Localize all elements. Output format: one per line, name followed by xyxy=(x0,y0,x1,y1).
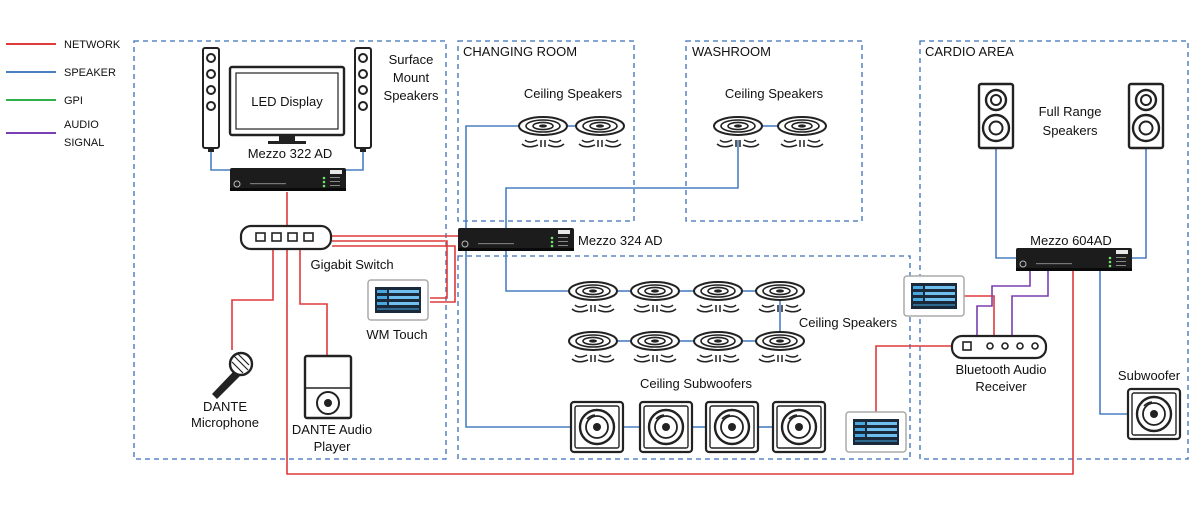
area-title-cardio: CARDIO AREA xyxy=(925,44,1014,59)
zone-cardio-area xyxy=(919,40,1189,460)
subwoofer-icon xyxy=(1126,387,1182,441)
mezzo-322-label: Mezzo 322 AD xyxy=(248,146,333,161)
speaker-wires xyxy=(210,125,1147,428)
legend-audio-label-2: SIGNAL xyxy=(64,137,104,149)
subwoofer-icon xyxy=(569,400,625,454)
subwoofer-icon xyxy=(638,400,694,454)
legend-gpi-label: GPI xyxy=(64,95,83,107)
tower-speaker-icon xyxy=(202,47,220,153)
touch-panel-icon xyxy=(367,279,429,321)
full-range-label-1: Full Range xyxy=(1039,104,1102,119)
ceiling-speaker-icon xyxy=(568,331,618,363)
mezzo-324-label: Mezzo 324 AD xyxy=(578,233,663,248)
amplifier-icon xyxy=(1015,247,1133,272)
subwoofer-icon xyxy=(704,400,760,454)
legend-speaker-label: SPEAKER xyxy=(64,67,116,79)
subwoofer-icon xyxy=(771,400,827,454)
legend: NETWORK SPEAKER GPI AUDIO SIGNAL xyxy=(6,39,121,149)
ceiling-speakers-main-label: Ceiling Speakers xyxy=(799,315,898,330)
mezzo-604-label: Mezzo 604AD xyxy=(1030,233,1112,248)
dante-mic-label-1: DANTE xyxy=(203,399,247,414)
bt-receiver-label-1: Bluetooth Audio xyxy=(955,362,1046,377)
zone-changing-room xyxy=(457,40,635,222)
dante-mic-label-2: Microphone xyxy=(191,415,259,430)
ceiling-speaker-icon xyxy=(568,281,618,313)
ceiling-speaker-icon xyxy=(518,116,568,148)
audio-player-icon xyxy=(303,354,353,420)
ceiling-speakers-changing-label: Ceiling Speakers xyxy=(524,86,623,101)
amplifier-icon xyxy=(457,227,575,252)
ceiling-speaker-icon xyxy=(630,331,680,363)
legend-audio-label-1: AUDIO xyxy=(64,119,99,131)
ceiling-speaker-icon xyxy=(575,116,625,148)
gigabit-switch-label: Gigabit Switch xyxy=(310,257,393,272)
touch-panel-icon xyxy=(903,275,965,317)
ceiling-speaker-icon xyxy=(693,331,743,363)
surface-mount-label-2: Mount xyxy=(393,70,430,85)
box-speaker-icon xyxy=(1127,82,1165,150)
network-wires xyxy=(231,192,1074,475)
ceiling-speaker-icon xyxy=(777,116,827,148)
bluetooth-receiver-icon xyxy=(950,334,1048,360)
dante-player-label-2: Player xyxy=(314,439,352,454)
legend-network-label: NETWORK xyxy=(64,39,121,51)
box-speaker-icon xyxy=(977,82,1015,150)
amplifier-icon xyxy=(229,167,347,192)
zone-left xyxy=(133,40,447,460)
ceiling-subwoofers-label: Ceiling Subwoofers xyxy=(640,376,753,391)
zone-main-floor xyxy=(457,255,911,460)
monitor-icon xyxy=(228,65,346,144)
network-switch-icon xyxy=(239,224,333,251)
bt-receiver-label-2: Receiver xyxy=(975,379,1027,394)
zone-washroom xyxy=(685,40,863,222)
led-display-label: LED Display xyxy=(251,94,323,109)
ceiling-speaker-icon xyxy=(755,331,805,363)
area-title-changing-room: CHANGING ROOM xyxy=(463,44,577,59)
full-range-label-2: Speakers xyxy=(1043,123,1098,138)
ceiling-speaker-icon xyxy=(693,281,743,313)
audio-wires xyxy=(976,270,1049,336)
ceiling-speakers-washroom-label: Ceiling Speakers xyxy=(725,86,824,101)
subwoofer-label: Subwoofer xyxy=(1118,368,1181,383)
area-title-washroom: WASHROOM xyxy=(692,44,771,59)
surface-mount-label-1: Surface xyxy=(389,52,434,67)
touch-panel-icon xyxy=(845,411,907,453)
tower-speaker-icon xyxy=(354,47,372,153)
microphone-icon xyxy=(212,351,254,399)
surface-mount-label-3: Speakers xyxy=(384,88,439,103)
wm-touch-label: WM Touch xyxy=(366,327,427,342)
ceiling-speaker-icon xyxy=(630,281,680,313)
dante-player-label-1: DANTE Audio xyxy=(292,422,372,437)
